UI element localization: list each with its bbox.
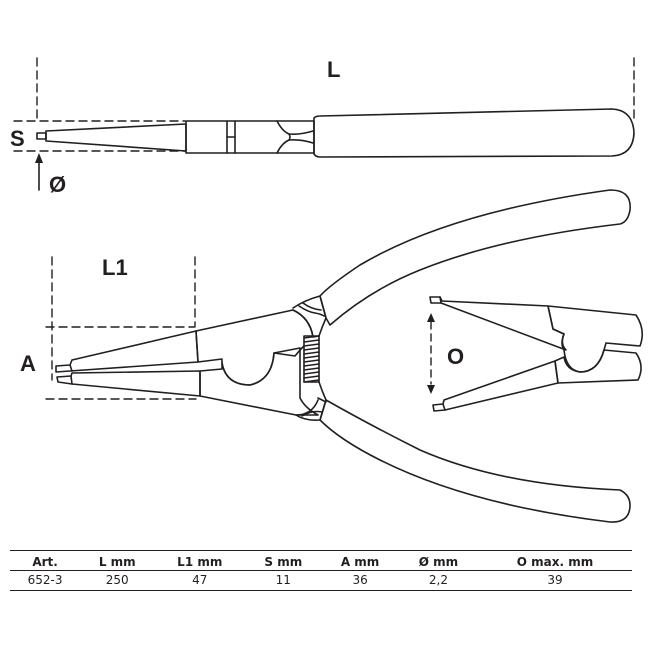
upper-jaw xyxy=(55,330,199,373)
label-S: S xyxy=(10,126,25,151)
header-o-max: O max. mm xyxy=(478,550,632,571)
cell-o-max: 39 xyxy=(478,570,632,591)
header-l: L mm xyxy=(80,550,155,571)
joint-block-side xyxy=(185,120,315,154)
jaw-side xyxy=(45,123,187,152)
header-s: S mm xyxy=(245,550,322,571)
lower-jaw xyxy=(56,370,201,397)
joint-curve xyxy=(276,120,314,135)
label-A: A xyxy=(20,351,36,376)
label-L: L xyxy=(327,57,340,82)
lower-handle xyxy=(319,399,631,523)
cell-diameter: 2,2 xyxy=(398,570,479,591)
open-upper-jaw xyxy=(429,296,567,351)
tip-side xyxy=(36,132,47,140)
handle-side xyxy=(313,108,635,158)
open-upper-jaw-tip-line xyxy=(439,296,442,304)
open-lower-jaw-body xyxy=(554,349,642,384)
cell-l: 250 xyxy=(80,570,155,591)
lower-collar-line xyxy=(301,410,323,417)
upper-handle xyxy=(319,189,631,326)
cell-l1: 47 xyxy=(154,570,246,591)
cell-art: 652-3 xyxy=(10,570,81,591)
label-L1: L1 xyxy=(102,255,128,280)
open-upper-jaw-body xyxy=(547,305,644,373)
upper-collar xyxy=(292,295,327,338)
header-art: Art. xyxy=(10,550,81,571)
table-row: 652-3 250 47 11 36 2,2 39 xyxy=(10,570,632,591)
lower-jaw-body xyxy=(199,347,319,416)
cell-s: 11 xyxy=(245,570,322,591)
label-diameter: Ø xyxy=(49,172,66,197)
lower-collar xyxy=(295,381,327,421)
upper-jaw-body xyxy=(195,309,314,386)
cell-a: 36 xyxy=(321,570,399,591)
upper-collar-line xyxy=(302,302,322,311)
spec-table-header-row: Art. L mm L1 mm S mm A mm Ø mm O max. mm xyxy=(10,550,632,571)
joint-curve xyxy=(276,139,314,154)
front-view xyxy=(45,189,644,523)
opening-arrow-head-up xyxy=(427,313,435,322)
header-a: A mm xyxy=(321,550,399,571)
open-lower-jaw-tip-line xyxy=(442,403,446,411)
label-O: O xyxy=(447,344,464,369)
spec-table: Art. L mm L1 mm S mm A mm Ø mm O max. mm… xyxy=(10,550,632,591)
upper-collar-line xyxy=(298,305,325,317)
upper-jaw-tip-line xyxy=(69,364,73,372)
header-l1: L1 mm xyxy=(154,550,246,571)
diameter-arrow-head xyxy=(35,153,43,163)
joint-curve xyxy=(288,133,291,141)
header-diameter: Ø mm xyxy=(398,550,479,571)
spring xyxy=(303,335,320,383)
lower-jaw-tip-line xyxy=(70,375,73,385)
opening-arrow-head-down xyxy=(427,385,435,394)
side-view xyxy=(13,57,635,191)
